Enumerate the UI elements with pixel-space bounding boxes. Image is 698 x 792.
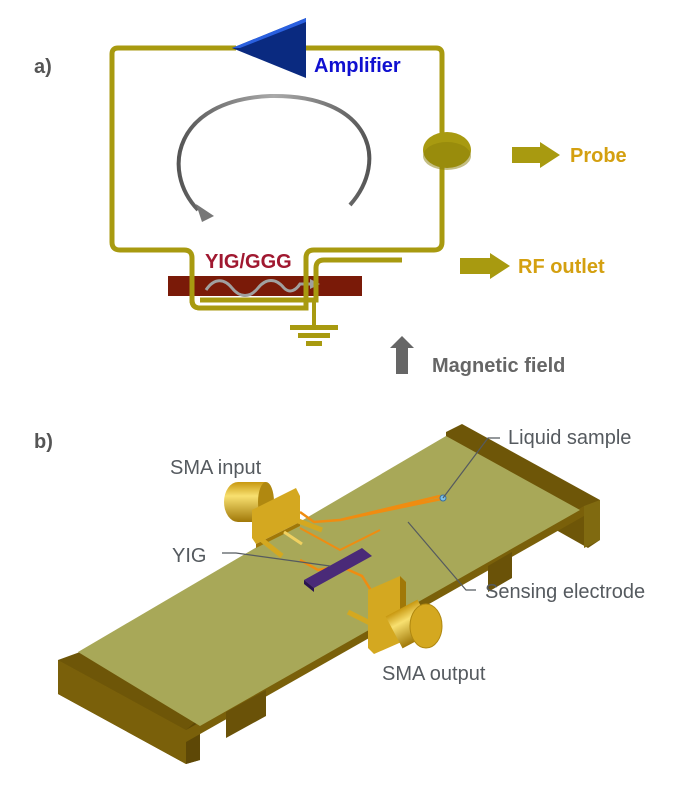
magnetic-field-arrow-icon (390, 336, 414, 374)
sensing-electrode-leader-line (407, 521, 476, 591)
sensing-electrode-label: Sensing electrode (485, 581, 645, 603)
amplifier-label: Amplifier (314, 55, 401, 77)
sensing-electrode (299, 494, 447, 524)
panel-a-label: a) (34, 56, 52, 78)
rf-outlet-line (200, 257, 402, 303)
panel-b: b) (34, 424, 645, 764)
spin-wave-icon (204, 279, 314, 297)
circulation-arrowhead (196, 204, 214, 222)
board-top (78, 436, 580, 726)
yig-label: YIG (172, 545, 206, 567)
amplifier-highlight (232, 18, 306, 48)
circuit-loop-front (189, 270, 309, 311)
circulation-arrow (176, 93, 372, 212)
sma-output-label: SMA output (382, 663, 486, 685)
board (58, 424, 600, 764)
yig-chip (304, 548, 372, 588)
probe-label: Probe (570, 145, 627, 167)
ground-icon (290, 300, 338, 346)
rf-outlet-label: RF outlet (518, 256, 605, 278)
yig-chip-edge (304, 580, 314, 592)
rf-outlet-arrow-icon (460, 253, 510, 279)
yig-ggg-label: YIG/GGG (205, 251, 292, 273)
magnetic-field-label: Magnetic field (432, 355, 565, 377)
liquid-sample-label: Liquid sample (508, 427, 631, 449)
electrode-upper-feed (299, 527, 381, 552)
panel-b-label: b) (34, 431, 53, 453)
probe-arrow-icon (512, 142, 560, 168)
yig-ggg-bar (168, 276, 362, 296)
yig-leader-line (222, 552, 331, 567)
sma-input-label: SMA input (170, 457, 262, 479)
sma-input-connector (224, 482, 323, 558)
amplifier-icon (232, 18, 306, 78)
probe-disc-shadow (423, 142, 471, 170)
panel-a: a) Amplifier Probe RF outlet YIG/GGG (34, 18, 627, 377)
sma-output-connector (346, 576, 443, 654)
liquid-sample-leader-line (442, 437, 500, 499)
